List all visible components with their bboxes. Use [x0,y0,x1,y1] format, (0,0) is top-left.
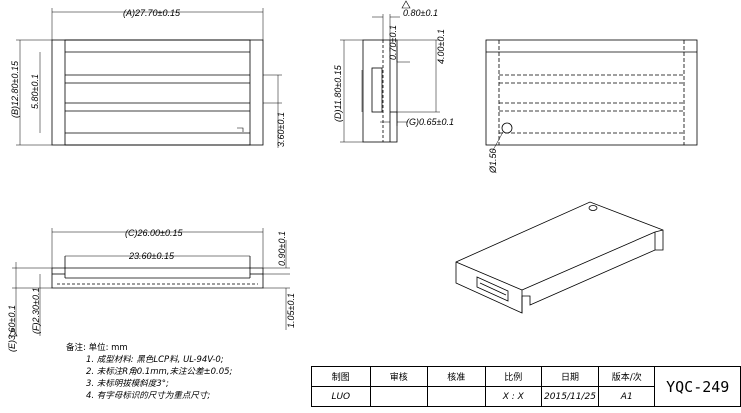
tb-header-reviewed: 审核 [369,366,429,387]
dim-4-00-label: 4.00±0.1 [436,29,446,64]
dim-b-label: (B)12.80±0.15 [10,60,20,118]
tb-value-scale: X : X [484,386,543,407]
dim-a-label: (A)27.70±0.15 [123,8,181,18]
dim-g-label: (G)0.65±0.1 [406,117,454,127]
tb-value-reviewed [369,386,429,407]
tb-value-drawn: LUO [311,386,371,407]
dim-d-label: (D)11.80±0.15 [333,64,343,122]
dim-f-label: (F)2.30±0.1 [31,288,41,334]
tb-header-drawn: 制图 [311,366,371,387]
tb-part-number: YQC-249 [654,366,741,407]
notes-header: 备注: 单位: mm [66,343,128,353]
front-view [8,228,290,337]
isometric-view [455,201,664,314]
dim-0-80-label: 0.80±0.1 [403,8,438,18]
notes-block: 备注: 单位: mm 1. 成型材料: 黑色LCP料, UL-94V-0; 2.… [66,342,316,402]
tb-header-scale: 比例 [484,366,543,387]
note-line: 4. 有字母标识的尺寸为重点尺寸; [86,391,211,401]
tb-header-approved: 核准 [427,366,486,387]
tb-value-date: 2015/11/25 [541,386,599,407]
tb-value-version: A1 [597,386,656,407]
dim-0-90-label: 0.90±0.1 [277,231,287,266]
bottom-view [485,39,698,153]
note-line: 3. 未标明拔模斜度3°; [86,379,169,389]
tb-header-version: 版本/次 [597,366,656,387]
dim-1-05-label: 1.05±0.1 [286,293,296,328]
dim-diameter-label: Ø1.50 [488,148,498,174]
side-view [340,0,440,143]
note-line: 2. 未标注R角0.1mm,未注公差±0.05; [86,367,233,377]
dim-c-label: (C)26.00±0.15 [125,228,183,238]
top-view [16,8,282,148]
tb-header-date: 日期 [541,366,599,387]
dim-3-60-label: 3.60±0.1 [276,112,286,147]
title-block: 制图 审核 核准 比例 日期 版本/次 YQC-249 LUO X : X 20… [311,366,741,407]
note-line: 1. 成型材料: 黑色LCP料, UL-94V-0; [86,355,224,365]
dim-0-70-label: 0.70±0.1 [388,25,398,60]
dim-5-80-label: 5.80±0.1 [30,74,40,109]
dim-e-label: (E)3.60±0.1 [7,305,17,352]
dim-23-60-label: 23.60±0.15 [128,251,175,261]
tb-value-approved [427,386,486,407]
